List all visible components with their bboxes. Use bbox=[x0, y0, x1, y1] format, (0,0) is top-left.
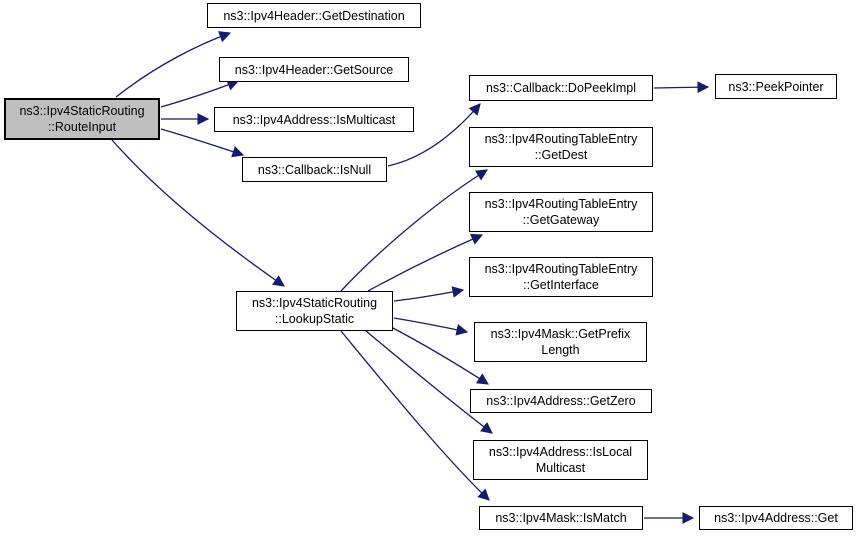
edge-is-null-to-do-peek-impl bbox=[387, 103, 481, 167]
node-label: ns3::Ipv4Address::IsLocal bbox=[488, 445, 633, 459]
edge-route-input-to-lookup-static bbox=[111, 139, 285, 287]
node-do-peek-impl[interactable]: ns3::Callback::DoPeekImpl bbox=[469, 75, 653, 101]
node-label: ns3::Ipv4RoutingTableEntry bbox=[484, 197, 638, 211]
node-get-dest[interactable]: ns3::Ipv4RoutingTableEntry::GetDest bbox=[469, 127, 653, 167]
edge-route-input-to-is-null bbox=[160, 128, 245, 158]
node-label: ns3::Ipv4Mask::IsMatch bbox=[495, 511, 627, 525]
node-label: ::GetGateway bbox=[522, 213, 600, 227]
edges-group bbox=[111, 31, 710, 524]
node-label: ns3::Ipv4Header::GetSource bbox=[234, 62, 394, 77]
node-get-source[interactable]: ns3::Ipv4Header::GetSource bbox=[219, 57, 409, 82]
edge-lookup-static-to-get-interface bbox=[393, 286, 465, 302]
node-label: Multicast bbox=[535, 461, 586, 475]
edge-do-peek-impl-to-peek-pointer bbox=[653, 81, 710, 94]
node-label: ns3::PeekPointer bbox=[728, 79, 824, 94]
edge-lookup-static-to-is-local-multicast bbox=[365, 330, 493, 434]
node-is-multicast[interactable]: ns3::Ipv4Address::IsMulticast bbox=[214, 107, 414, 132]
node-get-zero[interactable]: ns3::Ipv4Address::GetZero bbox=[470, 389, 652, 413]
edge-lookup-static-to-is-match bbox=[340, 330, 490, 501]
node-label: ns3::Callback::DoPeekImpl bbox=[485, 81, 637, 95]
node-label: ::LookupStatic bbox=[274, 312, 355, 326]
node-label: ns3::Ipv4StaticRouting bbox=[251, 296, 378, 310]
node-label: Length bbox=[541, 343, 580, 357]
node-is-match[interactable]: ns3::Ipv4Mask::IsMatch bbox=[479, 506, 643, 530]
node-get-gateway[interactable]: ns3::Ipv4RoutingTableEntry::GetGateway bbox=[469, 192, 653, 232]
node-label: ns3::Ipv4Address::GetZero bbox=[486, 394, 636, 408]
edge-route-input-to-get-source bbox=[160, 79, 240, 108]
edge-lookup-static-to-get-zero bbox=[392, 327, 489, 385]
edge-lookup-static-to-get-dest bbox=[340, 169, 488, 292]
node-is-null[interactable]: ns3::Callback::IsNull bbox=[242, 157, 387, 182]
node-get-interface[interactable]: ns3::Ipv4RoutingTableEntry::GetInterface bbox=[469, 257, 653, 297]
edge-lookup-static-to-get-gateway bbox=[367, 233, 484, 292]
node-peek-pointer[interactable]: ns3::PeekPointer bbox=[715, 74, 837, 99]
node-get[interactable]: ns3::Ipv4Address::Get bbox=[699, 506, 853, 530]
node-label: ns3::Callback::IsNull bbox=[257, 162, 372, 177]
node-label: ns3::Ipv4Address::Get bbox=[714, 511, 838, 525]
node-label: ns3::Ipv4RoutingTableEntry bbox=[484, 262, 638, 276]
node-label: ns3::Ipv4RoutingTableEntry bbox=[484, 132, 638, 146]
edge-route-input-to-get-destination bbox=[115, 31, 232, 98]
node-label: ns3::Ipv4Address::IsMulticast bbox=[232, 112, 396, 127]
node-label: ns3::Ipv4StaticRouting bbox=[19, 104, 145, 118]
node-label: ::GetInterface bbox=[523, 278, 599, 292]
node-label: ns3::Ipv4Header::GetDestination bbox=[223, 8, 405, 23]
edge-lookup-static-to-get-prefix-length bbox=[393, 317, 469, 336]
node-route-input[interactable]: ns3::Ipv4StaticRouting::RouteInput bbox=[4, 98, 160, 140]
node-get-destination[interactable]: ns3::Ipv4Header::GetDestination bbox=[207, 3, 421, 28]
node-lookup-static[interactable]: ns3::Ipv4StaticRouting::LookupStatic bbox=[236, 291, 393, 331]
node-label: ::RouteInput bbox=[47, 120, 117, 134]
node-label: ns3::Ipv4Mask::GetPrefix bbox=[490, 327, 631, 341]
node-label: ::GetDest bbox=[534, 148, 588, 162]
